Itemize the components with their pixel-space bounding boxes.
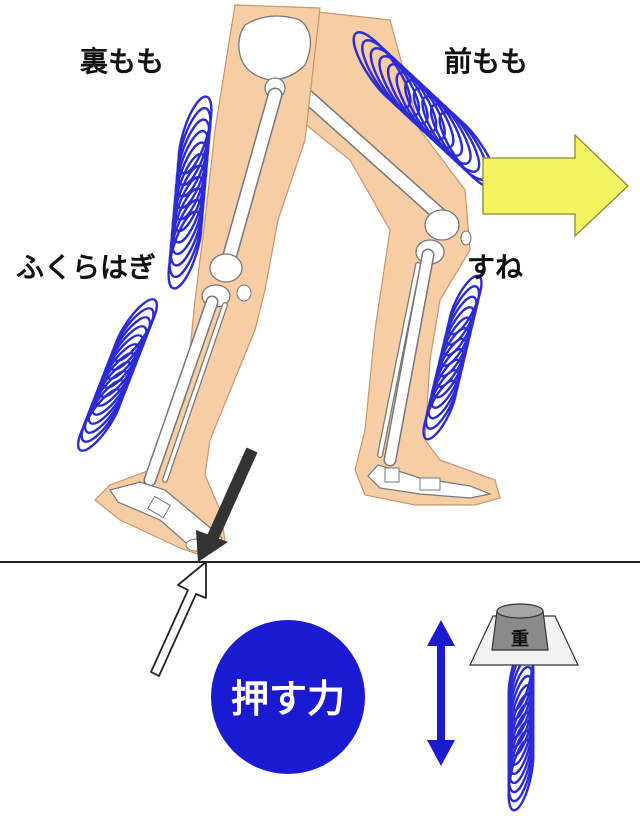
spring-coil bbox=[91, 352, 137, 416]
spring-coil bbox=[424, 369, 461, 430]
double-arrow-vertical-icon bbox=[427, 620, 455, 766]
spring-calf bbox=[77, 298, 158, 452]
label-calf: ふくらはぎ bbox=[16, 251, 156, 284]
spring-coil bbox=[378, 55, 438, 133]
spring-coil bbox=[361, 39, 421, 117]
spring-coil bbox=[352, 31, 412, 109]
spring-quadriceps bbox=[352, 31, 498, 189]
spring-coil bbox=[171, 164, 207, 244]
spring-weight bbox=[507, 638, 535, 812]
spring-coil bbox=[167, 210, 203, 290]
label-quadriceps: 前もも bbox=[444, 45, 528, 78]
spring-coil bbox=[422, 379, 458, 441]
spring-coil bbox=[507, 738, 535, 812]
spring-coil bbox=[170, 175, 206, 256]
spring-coil bbox=[507, 720, 535, 794]
spring-coil bbox=[386, 63, 446, 141]
spring-coil bbox=[87, 361, 134, 425]
spring-coil bbox=[395, 71, 455, 149]
spring-coil bbox=[369, 47, 429, 125]
back-knee bbox=[209, 253, 243, 283]
pelvis-bone bbox=[238, 15, 312, 81]
front-leg bbox=[292, 9, 501, 506]
back-leg bbox=[94, 4, 321, 556]
spring-coil bbox=[168, 198, 204, 279]
push-force-label: 押す力 bbox=[231, 677, 345, 721]
spring-coil bbox=[412, 87, 472, 165]
spring-coil bbox=[507, 729, 535, 803]
spring-coil bbox=[169, 187, 205, 267]
arrow-up-right-icon bbox=[150, 561, 207, 677]
arrow-down-left-icon bbox=[196, 447, 258, 562]
spring-shin bbox=[422, 274, 483, 441]
front-knee bbox=[424, 209, 460, 241]
push-force-circle bbox=[211, 620, 365, 774]
spring-coil bbox=[427, 358, 463, 420]
label-shin: すね bbox=[467, 251, 523, 284]
spring-coil bbox=[80, 379, 127, 443]
spring-coil bbox=[421, 95, 481, 173]
spring-coil bbox=[84, 370, 130, 434]
weight-label: 重 bbox=[511, 628, 529, 650]
spring-coil bbox=[507, 711, 535, 785]
weight-assembly: 重 bbox=[469, 603, 579, 666]
spring-hamstring bbox=[167, 95, 213, 290]
spring-coil bbox=[77, 388, 123, 452]
arrow-right-icon bbox=[482, 133, 629, 238]
spring-coil bbox=[404, 79, 464, 157]
label-hamstring: 裏もも bbox=[80, 45, 164, 78]
